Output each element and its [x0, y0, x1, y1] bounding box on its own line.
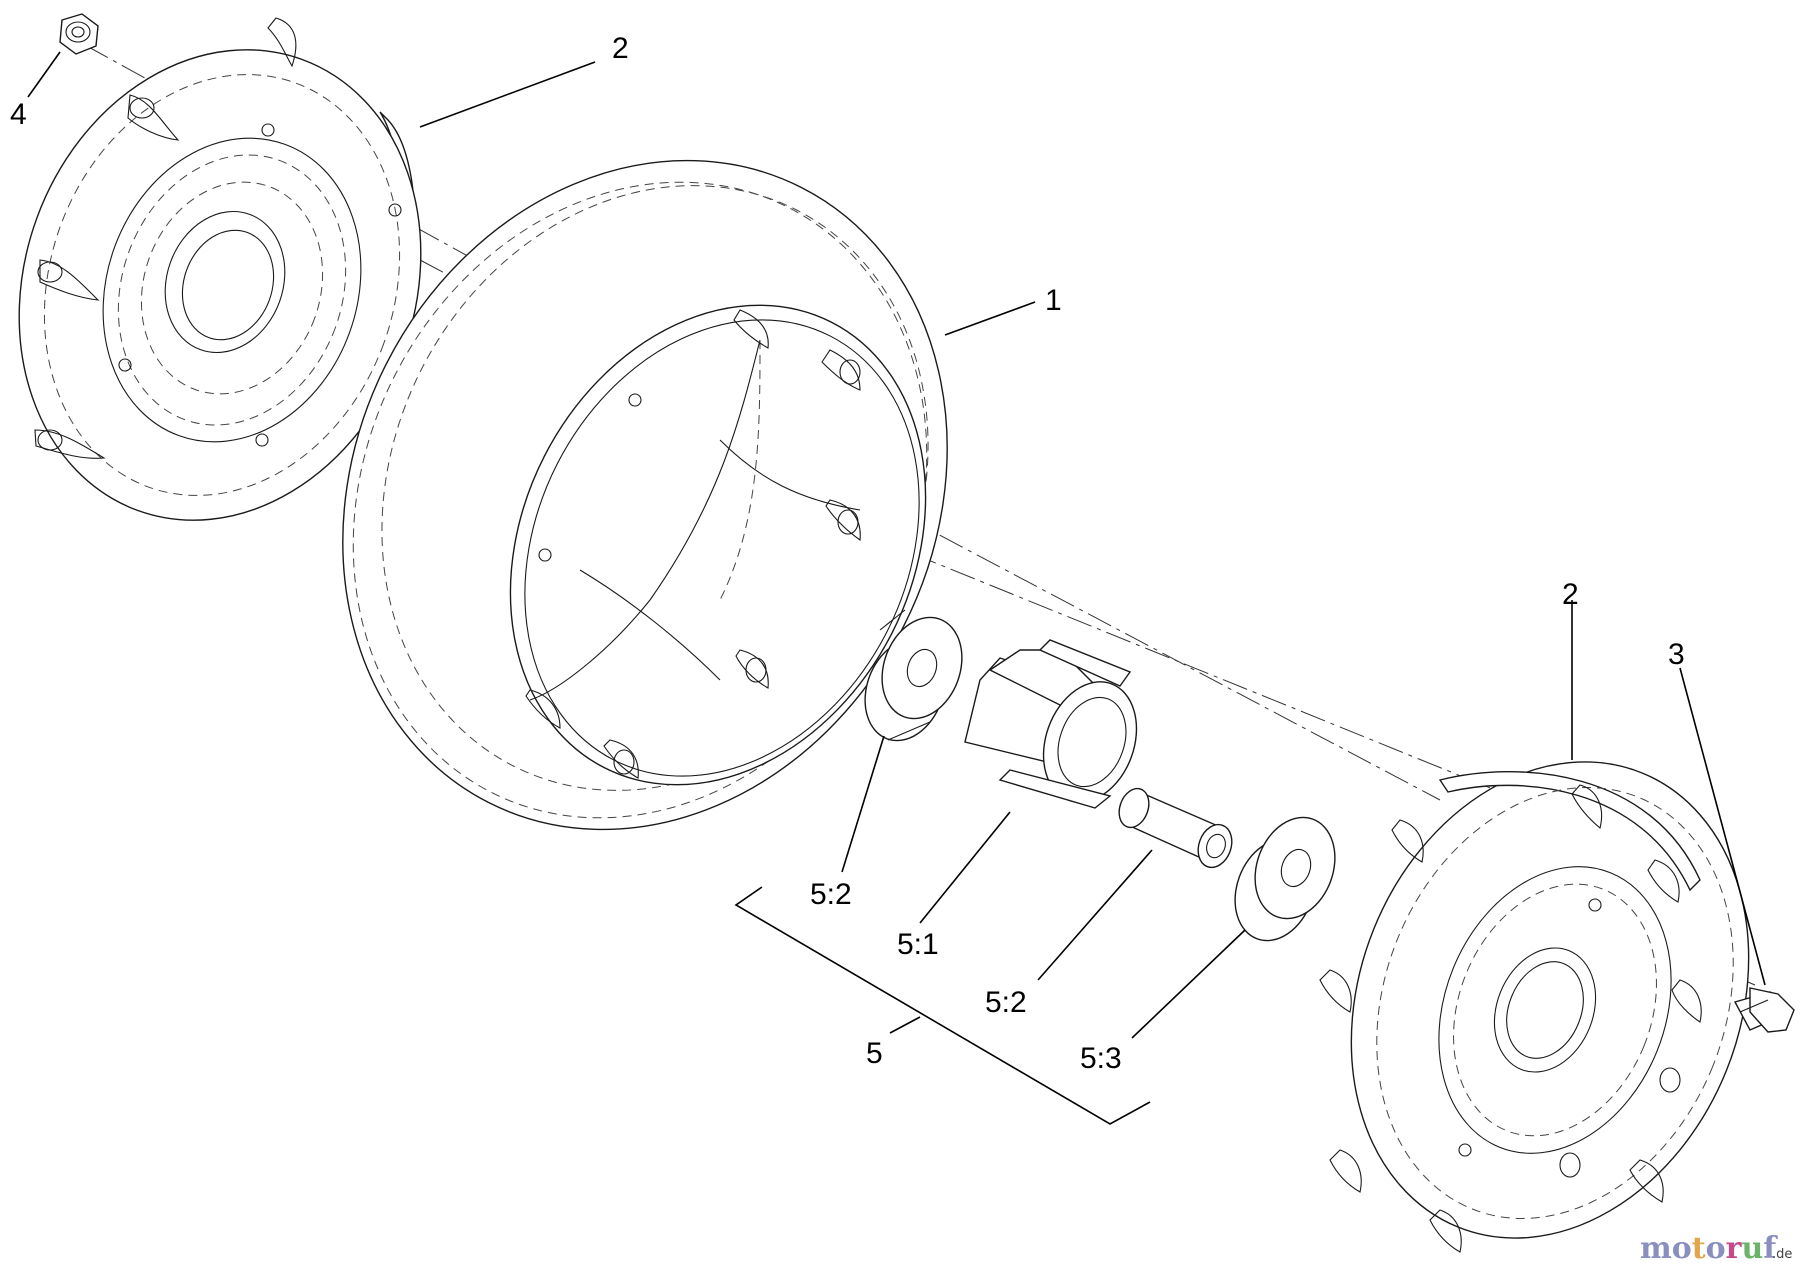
callout-hubcap-left: 2	[612, 32, 629, 65]
spacer-tube	[1118, 787, 1233, 869]
callout-labels: 1 2 2 3 4 5 5:1 5:2 5:2 5:3	[10, 32, 1685, 1075]
bolt-icon	[1733, 987, 1795, 1033]
callout-nut: 4	[10, 98, 27, 131]
watermark-letter: u	[1741, 1231, 1763, 1266]
svg-text:.de: .de	[1772, 1247, 1792, 1262]
callout-bolt: 3	[1668, 638, 1685, 671]
watermark-letter: t	[1692, 1231, 1706, 1266]
callout-hubcap-right: 2	[1562, 578, 1579, 611]
watermark-letter: f	[1763, 1231, 1778, 1266]
callout-bearing-outer: 5:2	[810, 878, 852, 911]
watermark-letter: o	[1706, 1231, 1726, 1266]
watermark-letter: m	[1640, 1231, 1672, 1266]
watermark: motoruf .de	[1640, 1231, 1792, 1266]
kit-bracket	[734, 886, 1151, 1125]
callout-spacer-tube: 5:2	[985, 986, 1027, 1019]
bearing-outer	[864, 609, 963, 742]
left-hubcap	[18, 17, 422, 521]
leader-lines	[27, 51, 1766, 1039]
right-hubcap	[1319, 761, 1750, 1253]
callout-bearing-kit: 5	[866, 1037, 883, 1070]
wheel-tire	[342, 159, 948, 831]
svg-text:motoruf: motoruf	[1640, 1231, 1778, 1266]
callout-bearing-inner: 5:3	[1080, 1042, 1122, 1075]
nut-icon	[59, 13, 99, 55]
watermark-letter: o	[1672, 1231, 1692, 1266]
bearing-inner	[1234, 816, 1336, 942]
bushing-housing	[964, 639, 1138, 809]
watermark-letter: r	[1726, 1231, 1743, 1266]
callout-wheel: 1	[1045, 284, 1062, 317]
callout-bushing: 5:1	[897, 928, 939, 961]
